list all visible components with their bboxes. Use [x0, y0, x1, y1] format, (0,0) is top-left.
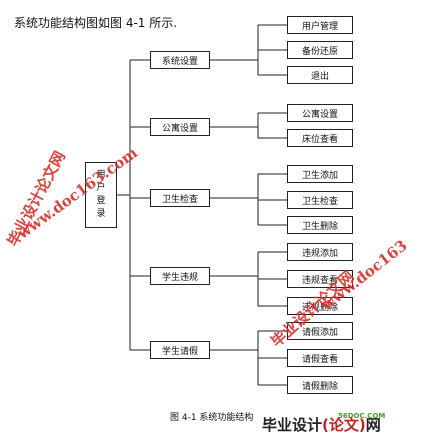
leaf-violation-delete: 违规删除	[287, 297, 353, 315]
leaf-violation-view: 违规查看	[287, 270, 353, 288]
leaf-hygiene-delete: 卫生删除	[287, 216, 353, 234]
leaf-hygiene-add: 卫生添加	[287, 165, 353, 183]
leaf-leave-delete: 请假删除	[287, 376, 353, 394]
module-student-leave: 学生请假	[150, 341, 210, 359]
logo-url: 56DOC.COM	[338, 412, 386, 420]
leaf-apartment-settings: 公寓设置	[287, 104, 353, 122]
leaf-backup-restore: 备份还原	[287, 41, 353, 59]
root-char-2: 户	[96, 183, 106, 193]
leaf-user-management: 用户管理	[287, 16, 353, 34]
module-apartment-settings: 公寓设置	[150, 118, 210, 136]
figure-caption: 图 4-1 系统功能结构	[170, 413, 254, 423]
root-char-3: 登	[96, 196, 106, 206]
module-system-settings: 系统设置	[150, 51, 210, 69]
leaf-leave-view: 请假查看	[287, 349, 353, 367]
root-node-user-login: 用 户 登 录	[85, 162, 117, 228]
module-student-violation: 学生违规	[150, 267, 210, 285]
logo-suffix: 网	[365, 416, 381, 434]
intro-text: 系统功能结构图如图 4-1 所示.	[14, 16, 178, 30]
leaf-violation-add: 违规添加	[287, 243, 353, 261]
leaf-exit: 退出	[287, 66, 353, 84]
root-char-4: 录	[96, 209, 106, 219]
leaf-hygiene-check: 卫生检查	[287, 191, 353, 209]
logo-brand: 毕业设计	[262, 416, 323, 434]
module-hygiene-check: 卫生检查	[150, 189, 210, 207]
site-logo: 毕业设计(论文)网	[262, 414, 381, 435]
root-char-1: 用	[96, 170, 106, 180]
logo-reg: (论文)	[322, 416, 366, 434]
leaf-leave-add: 请假添加	[287, 322, 353, 340]
leaf-bed-view: 床位查看	[287, 129, 353, 147]
